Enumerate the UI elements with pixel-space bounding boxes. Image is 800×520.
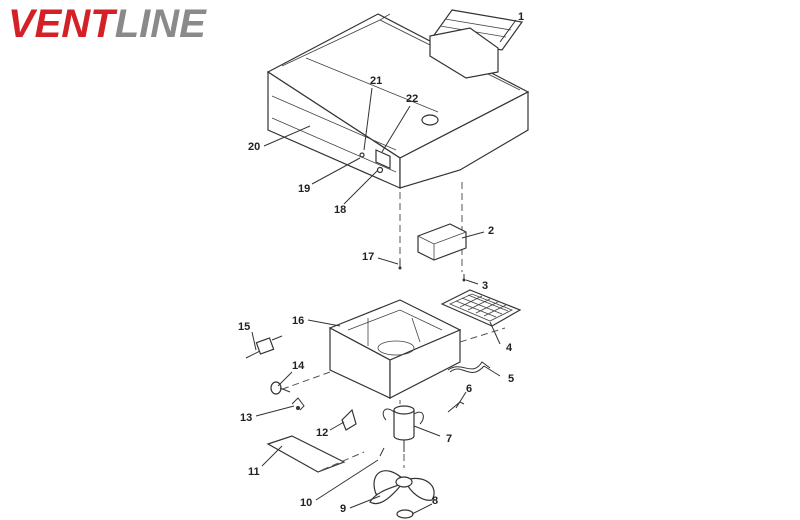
label-part-21: 21 bbox=[370, 75, 382, 87]
part-4-grease-filter bbox=[440, 289, 522, 327]
ventline-logo: VENTLINE bbox=[8, 2, 207, 46]
label-part-17: 17 bbox=[362, 251, 374, 263]
part-3-screw bbox=[462, 274, 466, 282]
part-7-motor bbox=[382, 405, 424, 452]
part-5-wire bbox=[447, 361, 491, 373]
label-part-16: 16 bbox=[292, 315, 304, 327]
label-part-4: 4 bbox=[506, 342, 513, 354]
label-part-22: 22 bbox=[406, 93, 418, 105]
part-12-bracket bbox=[341, 408, 357, 431]
label-part-7: 7 bbox=[446, 433, 452, 445]
label-part-3: 3 bbox=[482, 280, 488, 292]
part-2-junction-box bbox=[417, 223, 467, 261]
leader-lines bbox=[251, 19, 517, 515]
logo-vent: VENT bbox=[8, 2, 118, 46]
part-17-screw bbox=[398, 260, 402, 270]
label-part-1: 1 bbox=[518, 11, 524, 23]
label-part-18: 18 bbox=[334, 204, 346, 216]
part-13-clip bbox=[291, 397, 305, 411]
label-part-8: 8 bbox=[432, 495, 438, 507]
part-6-hook bbox=[447, 401, 465, 413]
part-labels: 1 2 3 4 5 6 7 8 9 10 11 12 13 14 15 16 1… bbox=[238, 11, 524, 515]
label-part-12: 12 bbox=[316, 427, 328, 439]
label-part-10: 10 bbox=[300, 497, 312, 509]
label-part-5: 5 bbox=[508, 373, 514, 385]
part-15-plug bbox=[245, 335, 283, 359]
part-8-washer bbox=[396, 509, 414, 519]
part-10-screw bbox=[379, 447, 385, 457]
label-part-13: 13 bbox=[240, 412, 252, 424]
logo-text: VENTLINE bbox=[8, 2, 207, 46]
part-11-cover-plate bbox=[266, 435, 346, 473]
label-part-15: 15 bbox=[238, 321, 250, 333]
label-part-11: 11 bbox=[248, 466, 260, 478]
label-part-2: 2 bbox=[488, 225, 494, 237]
part-9-fan-blade bbox=[369, 470, 435, 505]
logo-line: LINE bbox=[115, 2, 207, 46]
part-20-hood-body bbox=[266, 13, 530, 189]
label-part-6: 6 bbox=[466, 383, 472, 395]
part-16-fan-housing bbox=[328, 299, 462, 399]
label-part-14: 14 bbox=[292, 360, 305, 372]
label-part-19: 19 bbox=[298, 183, 310, 195]
label-part-20: 20 bbox=[248, 141, 260, 153]
label-part-9: 9 bbox=[340, 503, 346, 515]
